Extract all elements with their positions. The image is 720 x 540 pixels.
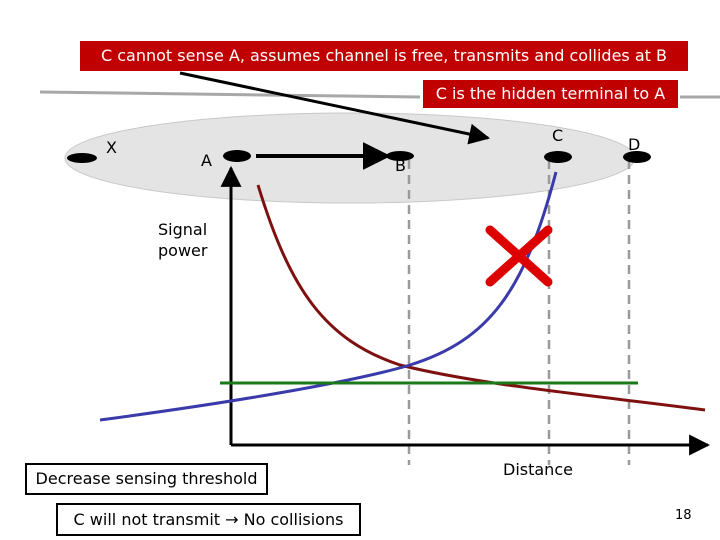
node-c-label: C: [552, 126, 564, 145]
hidden-terminal-callout: C is the hidden terminal to A: [423, 80, 678, 108]
node-c-dot: [544, 151, 572, 163]
gray-line-top: [39, 90, 421, 99]
top-callout: C cannot sense A, assumes channel is fre…: [80, 41, 688, 71]
node-d-dot: [623, 151, 651, 163]
y-axis-label-line2: power: [158, 241, 208, 260]
node-d-label: D: [628, 135, 641, 154]
page-number: 18: [675, 508, 692, 523]
decrease-threshold-box: Decrease sensing threshold: [25, 463, 268, 495]
signal-curve-from-a: [256, 184, 706, 412]
callout-arrow: [179, 71, 491, 145]
node-x-label: X: [106, 138, 117, 157]
node-b-dot: [386, 151, 414, 161]
node-b-label: B: [395, 156, 406, 175]
signal-curve-from-c: [99, 171, 558, 422]
node-a-label: A: [201, 151, 212, 170]
node-x-dot: [67, 153, 97, 163]
collision-x-icon: [485, 225, 553, 287]
node-a-dot: [223, 150, 251, 162]
x-axis-label: Distance: [503, 460, 573, 479]
no-collision-box: C will not transmit → No collisions: [56, 503, 361, 536]
y-axis-label-line1: Signal: [158, 220, 208, 239]
